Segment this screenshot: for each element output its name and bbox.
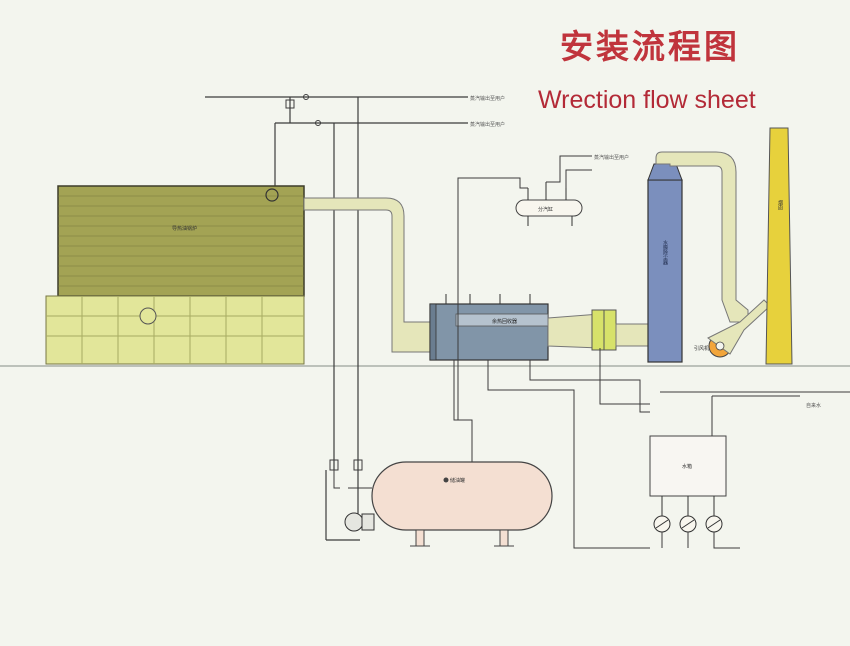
boiler-label: 导热油锅炉 — [172, 225, 197, 232]
water-supply-label: 自来水 — [806, 402, 821, 409]
pipe-out-1-label: 蒸汽输出至用户 — [470, 95, 505, 102]
water-film-tower: 水膜除尘器 — [647, 163, 683, 363]
distributor-pipes — [457, 155, 592, 420]
duct-flange — [591, 309, 617, 351]
chart-subtitle: Wrection flow sheet — [538, 86, 756, 114]
recovery-pipes — [453, 348, 850, 549]
pipe-out-2-label: 蒸汽输出至用户 — [470, 121, 505, 128]
flue-duct-3 — [615, 323, 649, 347]
boiler-texture — [58, 195, 304, 287]
oil-tank: 储油罐 — [371, 461, 553, 547]
chart-title: 安装流程图 — [560, 27, 740, 66]
distributor-pipe-label: 蒸汽输出至用户 — [594, 154, 629, 161]
chimney-label: 烟囱 — [777, 199, 783, 211]
heat-recovery-unit: 余热回收器 — [429, 294, 549, 361]
boiler-outlet-icon — [265, 188, 279, 202]
boiler: 导热油锅炉 — [45, 185, 305, 365]
tower-label: 水膜除尘器 — [662, 239, 668, 266]
water-box-label: 水箱 — [682, 463, 692, 470]
tank-port-icon — [443, 477, 449, 483]
tank-label: 储油罐 — [450, 477, 465, 484]
oil-pump — [344, 512, 375, 532]
distributor-label: 分汽缸 — [538, 206, 553, 213]
steam-distributor: 分汽缸 — [515, 182, 583, 226]
boiler-door-icon — [139, 307, 157, 325]
boiler-base-grid — [46, 296, 304, 364]
heat-recovery-label: 余热回收器 — [492, 318, 517, 325]
tank-pipes — [333, 470, 372, 489]
feed-pumps — [653, 515, 723, 533]
steam-header-pipes — [205, 96, 468, 541]
flue-duct-4 — [655, 151, 749, 323]
water-box: 水箱 — [649, 435, 727, 516]
flue-duct-1 — [303, 197, 433, 353]
fan-label: 引风机 — [694, 345, 709, 352]
chimney: 烟囱 — [765, 127, 793, 365]
pump-pipes — [574, 532, 740, 549]
